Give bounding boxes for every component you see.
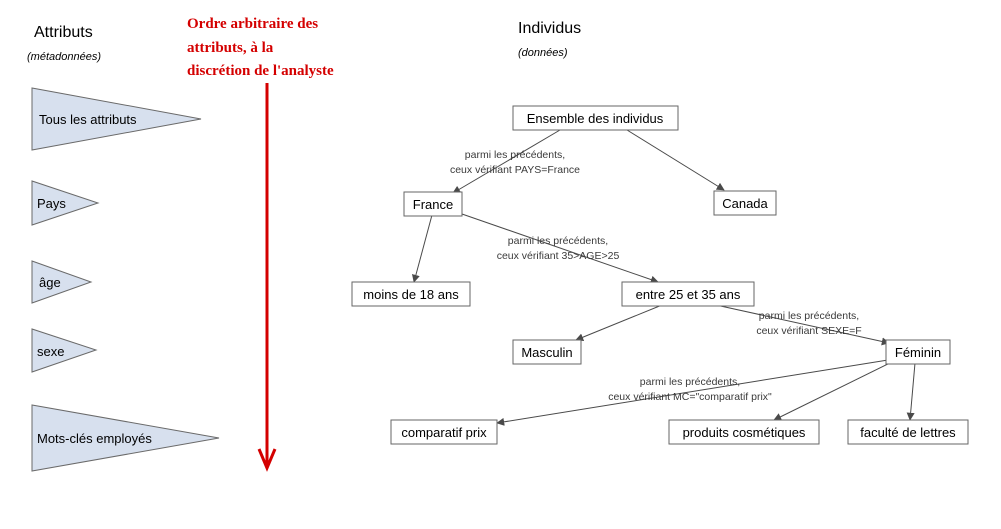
node-label: moins de 18 ans: [363, 287, 459, 302]
node-comparatif-prix: comparatif prix: [390, 419, 498, 445]
edge-label-line: ceux vérifiant SEXE=F: [756, 325, 861, 337]
node-label: faculté de lettres: [860, 425, 956, 440]
tree-edge: [626, 129, 725, 191]
edge-label-sexe: parmi les précédents, ceux vérifiant SEX…: [756, 310, 861, 337]
node-entre-25-et-35-ans: entre 25 et 35 ans: [621, 281, 755, 307]
node-masculin: Masculin: [512, 339, 582, 365]
edge-label-line: ceux vérifiant MC="comparatif prix": [608, 391, 772, 403]
tree-edge: [773, 361, 893, 421]
edge-label-line: parmi les précédents,: [759, 310, 859, 322]
individuals-subtitle: (données): [518, 47, 568, 59]
attribute-label: Tous les attributs: [39, 112, 137, 127]
note-line: attributs, à la: [187, 40, 274, 56]
order-note: Ordre arbitraire des attributs, à la dis…: [187, 16, 334, 79]
edge-label-line: ceux vérifiant PAYS=France: [450, 164, 580, 176]
node-label: Féminin: [895, 345, 941, 360]
attribute-item-pays: Pays: [31, 180, 100, 226]
attribute-label: sexe: [37, 344, 64, 359]
attributes-title: Attributs: [34, 24, 93, 41]
node-label: entre 25 et 35 ans: [636, 287, 741, 302]
attribute-label: Pays: [37, 196, 66, 211]
tree-edge: [575, 304, 663, 341]
tree-edge: [461, 213, 659, 284]
tree-edge: [715, 304, 890, 346]
tree-edge: [906, 362, 916, 421]
attributes-panel: Attributs (métadonnées) Tous les attribu…: [27, 24, 220, 472]
node-ensemble-des-individus: Ensemble des individus: [512, 105, 679, 131]
node-label: Ensemble des individus: [527, 111, 664, 126]
node-feminin: Féminin: [885, 339, 951, 365]
node-france: France: [403, 191, 463, 217]
attribute-label: âge: [39, 275, 61, 290]
edge-label-line: parmi les précédents,: [508, 235, 608, 247]
node-faculte-de-lettres: faculté de lettres: [847, 419, 969, 445]
tree-edge: [496, 359, 889, 426]
note-line: discrétion de l'analyste: [187, 63, 334, 79]
attributes-subtitle: (métadonnées): [27, 51, 101, 63]
node-label: France: [413, 197, 453, 212]
edge-label-mots-cles: parmi les précédents, ceux vérifiant MC=…: [608, 376, 772, 403]
tree-edge: [452, 129, 561, 194]
node-produits-cosmetiques: produits cosmétiques: [668, 419, 820, 445]
node-label: comparatif prix: [401, 425, 487, 440]
note-line: Ordre arbitraire des: [187, 16, 318, 32]
attribute-item-age: âge: [31, 260, 93, 304]
edge-label-age: parmi les précédents, ceux vérifiant 35>…: [497, 235, 620, 262]
individuals-title: Individus: [518, 20, 581, 37]
edge-label-line: parmi les précédents,: [640, 376, 740, 388]
node-label: produits cosmétiques: [683, 425, 806, 440]
node-label: Masculin: [521, 345, 572, 360]
node-moins-de-18-ans: moins de 18 ans: [351, 281, 471, 307]
attribute-item-sexe: sexe: [31, 328, 98, 373]
node-label: Canada: [722, 196, 768, 211]
edge-label-line: ceux vérifiant 35>AGE>25: [497, 250, 620, 262]
order-arrow: [257, 83, 277, 472]
edge-label-pays: parmi les précédents, ceux vérifiant PAY…: [450, 149, 580, 176]
tree-edge: [412, 214, 433, 283]
tree-edges: [412, 129, 916, 426]
individuals-panel: Individus (données): [518, 20, 581, 59]
edge-label-line: parmi les précédents,: [465, 149, 565, 161]
attribute-item-all: Tous les attributs: [31, 87, 202, 151]
node-canada: Canada: [713, 190, 777, 216]
tree-nodes: Ensemble des individus France Canada moi…: [351, 105, 969, 445]
attribute-item-mots-cles: Mots-clés employés: [31, 404, 220, 472]
attribute-label: Mots-clés employés: [37, 431, 152, 446]
